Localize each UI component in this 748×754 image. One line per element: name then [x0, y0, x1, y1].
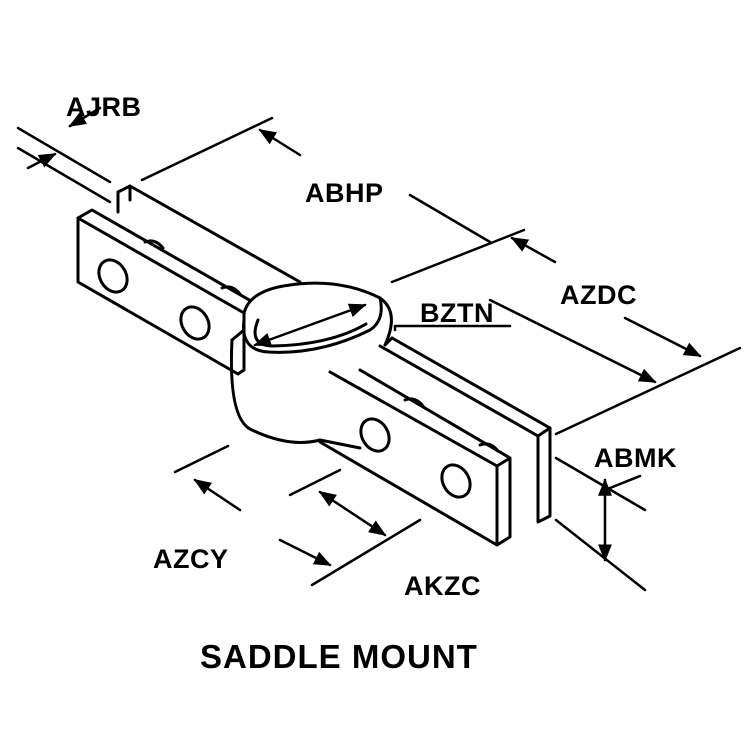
dimension-label-abhp: ABHP [305, 178, 384, 208]
dimension-label-akzc: AKZC [404, 571, 481, 601]
diagram-title: SADDLE MOUNT [200, 638, 478, 675]
front-left-plate [76, 208, 260, 376]
dimension-label-abmk: ABMK [594, 443, 677, 473]
dimension-lines [16, 106, 742, 592]
hole [440, 463, 472, 499]
hole [359, 417, 391, 453]
hole [97, 258, 129, 294]
dimension-label-ajrb: AJRB [66, 92, 142, 122]
dimension-label-azcy: AZCY [153, 544, 229, 574]
dimension-label-bztn: BZTN [420, 298, 494, 328]
saddle [229, 281, 394, 450]
hole [179, 305, 211, 341]
front-right-plate [318, 368, 512, 547]
back-plate [116, 184, 552, 524]
dimension-label-azdc: AZDC [560, 280, 637, 310]
